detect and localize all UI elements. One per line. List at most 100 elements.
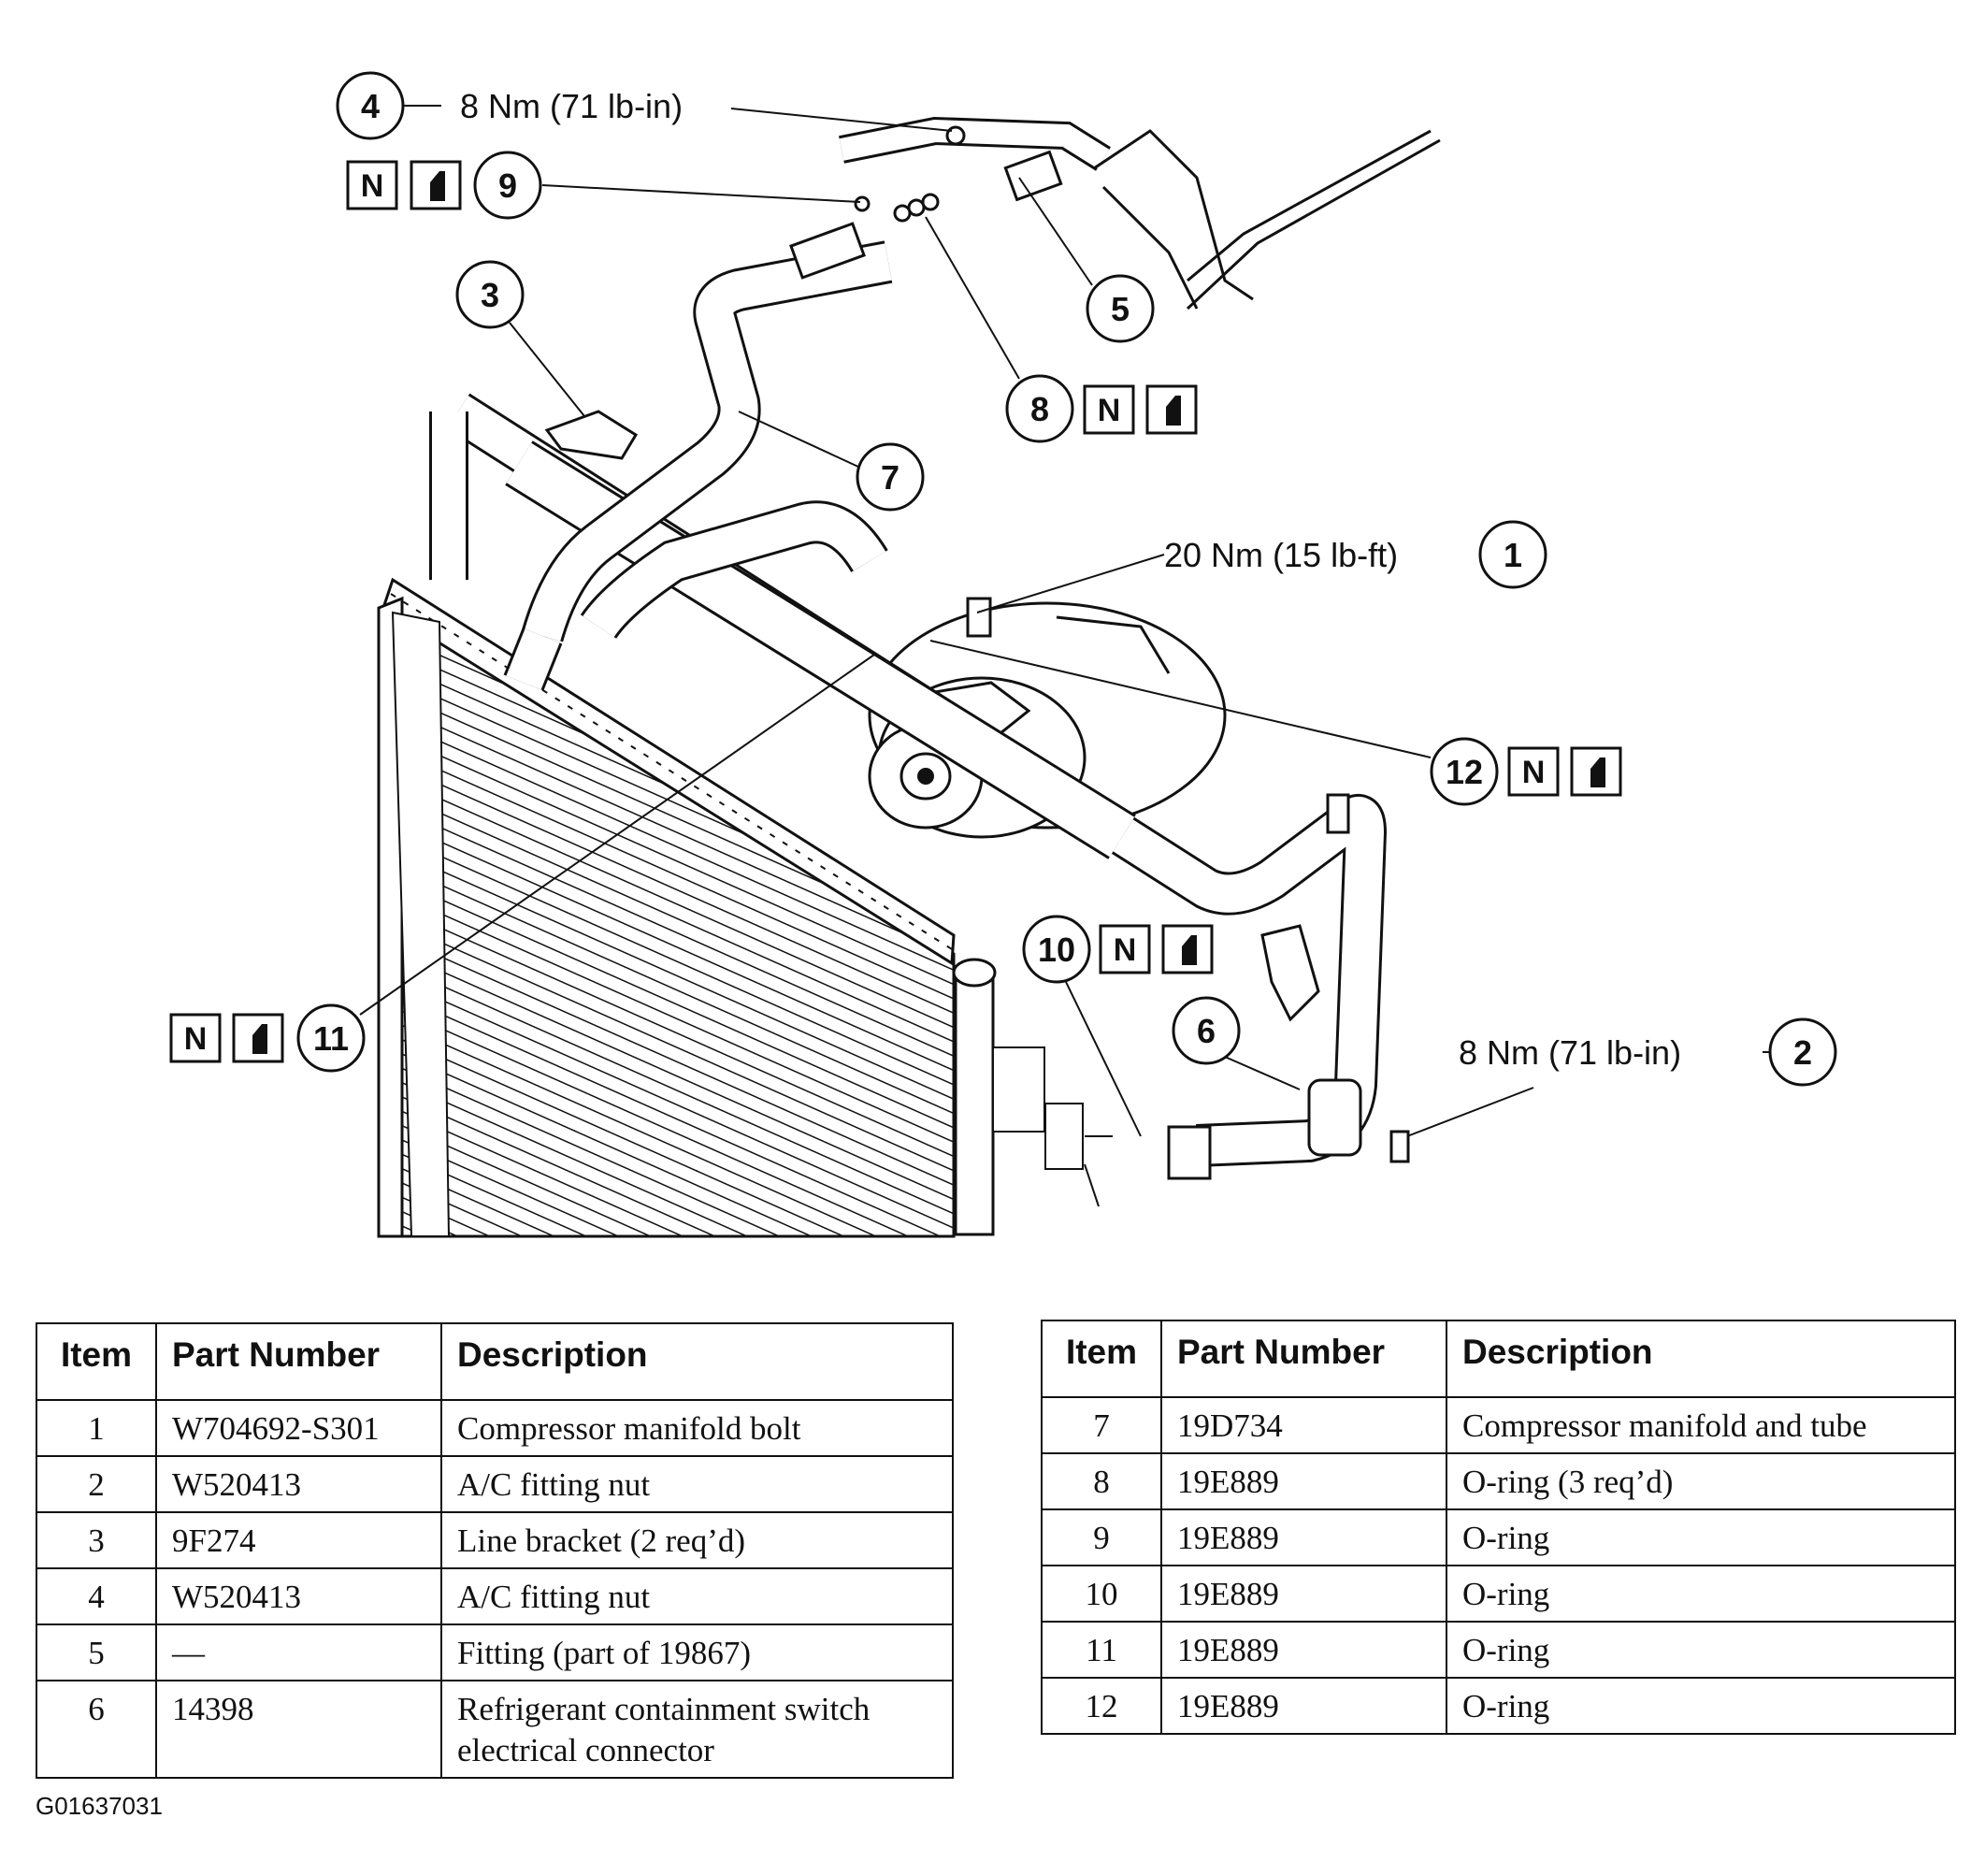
table-row: 5—Fitting (part of 19867) [36,1623,954,1681]
cell-item: 11 [1041,1621,1162,1679]
svg-text:8 Nm (71 lb-in): 8 Nm (71 lb-in) [460,87,683,125]
callout-3: 3 [455,260,525,329]
callout-12: 12 N [1430,737,1622,806]
svg-text:9: 9 [498,166,517,205]
callout-11: N 11 [169,1003,366,1073]
cell-description: Compressor manifold bolt [440,1399,954,1457]
svg-text:10: 10 [1038,931,1075,969]
cell-part-number: 19E889 [1160,1508,1447,1566]
svg-text:5: 5 [1111,290,1130,328]
cell-description: O-ring [1446,1621,1956,1679]
cell-item: 1 [36,1399,157,1457]
condenser [377,577,1113,1238]
leader-lines [359,105,1805,1137]
header-description: Description [1446,1320,1956,1398]
callout-4: 4 8 Nm (71 lb-in) [336,71,683,140]
cell-part-number: 19D734 [1160,1396,1447,1454]
new-part-icon [1083,384,1135,435]
cell-item: 12 [1041,1677,1162,1735]
cell-item: 4 [36,1567,157,1625]
cell-description: Line bracket (2 req’d) [440,1511,954,1569]
cell-description: O-ring [1446,1565,1956,1623]
table-header-row: Item Part Number Description [1041,1320,1956,1398]
cell-part-number: 14398 [155,1680,442,1779]
callout-9: N 9 [346,151,542,220]
cell-item: 6 [36,1680,157,1779]
callout-1: 20 Nm (15 lb-ft) 1 [1164,520,1547,589]
new-part-icon [1507,746,1560,797]
cell-description: Refrigerant containment switch electrica… [440,1680,954,1779]
cell-item: 3 [36,1511,157,1569]
cell-part-number: 19E889 [1160,1565,1447,1623]
cell-description: A/C fitting nut [440,1455,954,1513]
cell-part-number: W704692-S301 [155,1399,442,1457]
cell-part-number: W520413 [155,1455,442,1513]
cell-part-number: 9F274 [155,1511,442,1569]
header-item: Item [1041,1320,1162,1398]
svg-text:N: N [361,168,384,204]
containment-switch-connector [1307,1078,1362,1157]
cell-description: A/C fitting nut [440,1567,954,1625]
table-header-row: Item Part Number Description [36,1322,954,1401]
svg-text:20 Nm (15 lb-ft): 20 Nm (15 lb-ft) [1164,536,1398,574]
svg-text:8: 8 [1030,390,1049,428]
header-part-number: Part Number [155,1322,442,1401]
svg-text:2: 2 [1793,1033,1812,1072]
new-part-icon [169,1013,222,1063]
svg-text:6: 6 [1197,1012,1216,1050]
cell-part-number: — [155,1623,442,1681]
cell-item: 8 [1041,1452,1162,1510]
cell-item: 2 [36,1455,157,1513]
callout-5: 5 [1086,274,1155,343]
svg-text:11: 11 [313,1019,349,1058]
cell-item: 9 [1041,1508,1162,1566]
cell-part-number: W520413 [155,1567,442,1625]
line-bracket-3 [544,410,639,460]
cell-item: 7 [1041,1396,1162,1454]
cell-description: O-ring [1446,1508,1956,1566]
callout-10: 10 N [1022,915,1214,984]
svg-text:N: N [1098,393,1121,428]
callout-2: 8 Nm (71 lb-in) 2 [1459,1017,1837,1087]
compressor-manifold-tube [503,116,1111,691]
cell-description: O-ring [1446,1677,1956,1735]
svg-text:3: 3 [481,276,499,314]
cell-part-number: 19E889 [1160,1677,1447,1735]
svg-text:7: 7 [881,458,899,497]
svg-text:N: N [1114,932,1137,968]
callout-7: 7 [856,442,925,512]
callout-6: 6 [1172,996,1241,1065]
header-part-number: Part Number [1160,1320,1447,1398]
cell-item: 10 [1041,1565,1162,1623]
ac-line-diagram: 4 8 Nm (71 lb-in) N 9 3 5 8 N 7 20 Nm (1… [169,71,1837,1238]
cell-item: 5 [36,1623,157,1681]
cell-part-number: 19E889 [1160,1621,1447,1679]
svg-text:1: 1 [1504,536,1522,574]
svg-text:12: 12 [1446,753,1483,791]
svg-text:N: N [184,1021,208,1057]
cell-description: Compressor manifold and tube [1446,1396,1956,1454]
cell-description: O-ring (3 req’d) [1446,1452,1956,1510]
cell-part-number: 19E889 [1160,1452,1447,1510]
header-item: Item [36,1322,157,1401]
cell-description: Fitting (part of 19867) [440,1623,954,1681]
svg-text:N: N [1522,755,1546,790]
callout-8: 8 N [1005,374,1198,443]
new-part-icon [346,160,398,210]
header-description: Description [440,1322,954,1401]
new-part-icon [1099,924,1151,974]
svg-text:8 Nm (71 lb-in): 8 Nm (71 lb-in) [1459,1033,1681,1072]
